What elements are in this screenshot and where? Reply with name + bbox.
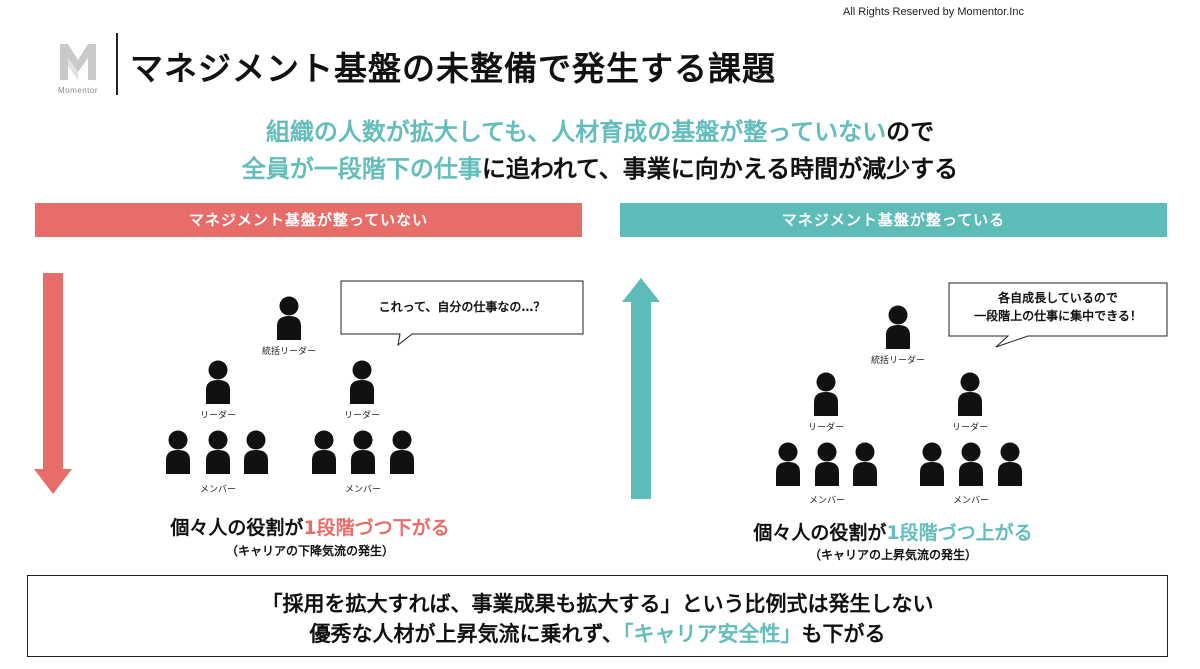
right-member-person-icon [997, 442, 1023, 486]
right-bubble-line-1: 各自成長しているので [998, 291, 1118, 305]
right-member-person-icon [814, 442, 840, 486]
conclusion-line-1: 「採用を拡大すれば、事業成果も拡大する」という比例式は発生しない [261, 592, 934, 616]
left-top-leader-label: 統括リーダー [261, 347, 317, 357]
left-role-highlight: 1段階づつ下がる [303, 517, 450, 539]
conclusion-line-2-suffix: も下がる [801, 622, 886, 646]
down-arrow-icon [34, 273, 72, 494]
left-leader-person-icon [349, 360, 375, 404]
right-bubble-text: 各自成長しているので 一段階上の仕事に集中できる！ [948, 289, 1168, 325]
up-arrow-icon [622, 278, 660, 499]
right-role-highlight: 1段階づつ上がる [886, 522, 1033, 544]
subtitle-line-2: 全員が一段階下の仕事に追われて、事業に向かえる時間が減少する [0, 149, 1200, 184]
right-leader-label: リーダー [951, 423, 989, 433]
right-member-person-icon [852, 442, 878, 486]
right-member-person-icon [919, 442, 945, 486]
right-member-person-icon [958, 442, 984, 486]
right-role-note: （キャリアの上昇気流の発生） [808, 548, 977, 562]
right-role-prefix: 個々人の役割が [753, 522, 887, 544]
conclusion-line-2-highlight: 「キャリア安全性」 [623, 622, 802, 646]
left-role-note: （キャリアの下降気流の発生） [225, 544, 394, 558]
subtitle-line-2-rest: に追われて、事業に向かえる時間が減少する [481, 155, 959, 183]
title-divider [116, 33, 118, 95]
conclusion-line-2: 優秀な人材が上昇気流に乗れず、「キャリア安全性」も下がる [28, 618, 1167, 648]
conclusion-box: 「採用を拡大すれば、事業成果も拡大する」という比例式は発生しない 優秀な人材が上… [27, 575, 1168, 657]
left-leader-person-icon [205, 360, 231, 404]
subtitle-line-1-highlight: 組織の人数が拡大しても、人材育成の基盤が整っていない [265, 118, 887, 146]
left-role-text: 個々人の役割が1段階づつ下がる [150, 513, 470, 540]
logo-text: Momentor [57, 86, 98, 95]
page-title: マネジメント基盤の未整備で発生する課題 [130, 49, 776, 88]
right-speech-bubble [948, 282, 1168, 348]
subtitle-line-2-highlight: 全員が一段階下の仕事 [241, 155, 482, 183]
left-member-person-icon [205, 430, 231, 474]
copyright-text: All Rights Reserved by Momentor.Inc [843, 6, 1024, 18]
right-member-person-icon [775, 442, 801, 486]
company-logo: Momentor [52, 40, 104, 98]
left-role-prefix: 個々人の役割が [170, 517, 304, 539]
right-member-label: メンバー [952, 496, 990, 506]
left-member-person-icon [243, 430, 269, 474]
left-member-person-icon [350, 430, 376, 474]
subtitle-line-1-rest: ので [886, 118, 935, 146]
right-bubble-line-2: 一段階上の仕事に集中できる！ [974, 309, 1142, 323]
right-banner: マネジメント基盤が整っている [620, 203, 1167, 237]
left-member-person-icon [389, 430, 415, 474]
left-member-person-icon [311, 430, 337, 474]
left-leader-label: リーダー [199, 411, 237, 421]
conclusion-line-2-prefix: 優秀な人材が上昇気流に乗れず、 [309, 622, 624, 646]
left-banner: マネジメント基盤が整っていない [35, 203, 582, 237]
left-leader-label: リーダー [343, 411, 381, 421]
right-top-leader-label: 統括リーダー [870, 356, 926, 366]
right-role-text: 個々人の役割が1段階づつ上がる [733, 518, 1053, 545]
left-bubble-text: これって、自分の仕事なの…？ [378, 300, 546, 314]
left-top-leader-person-icon [276, 296, 302, 340]
right-leader-person-icon [813, 372, 839, 416]
right-leader-label: リーダー [807, 423, 845, 433]
right-leader-person-icon [957, 372, 983, 416]
subtitle-line-1: 組織の人数が拡大しても、人材育成の基盤が整っていないので [0, 112, 1200, 147]
momentor-logo-icon [60, 44, 96, 80]
left-member-label: メンバー [199, 485, 237, 495]
left-member-person-icon [165, 430, 191, 474]
right-top-leader-person-icon [885, 305, 911, 349]
left-member-label: メンバー [344, 485, 382, 495]
left-speech-bubble [340, 280, 584, 347]
right-member-label: メンバー [808, 496, 846, 506]
